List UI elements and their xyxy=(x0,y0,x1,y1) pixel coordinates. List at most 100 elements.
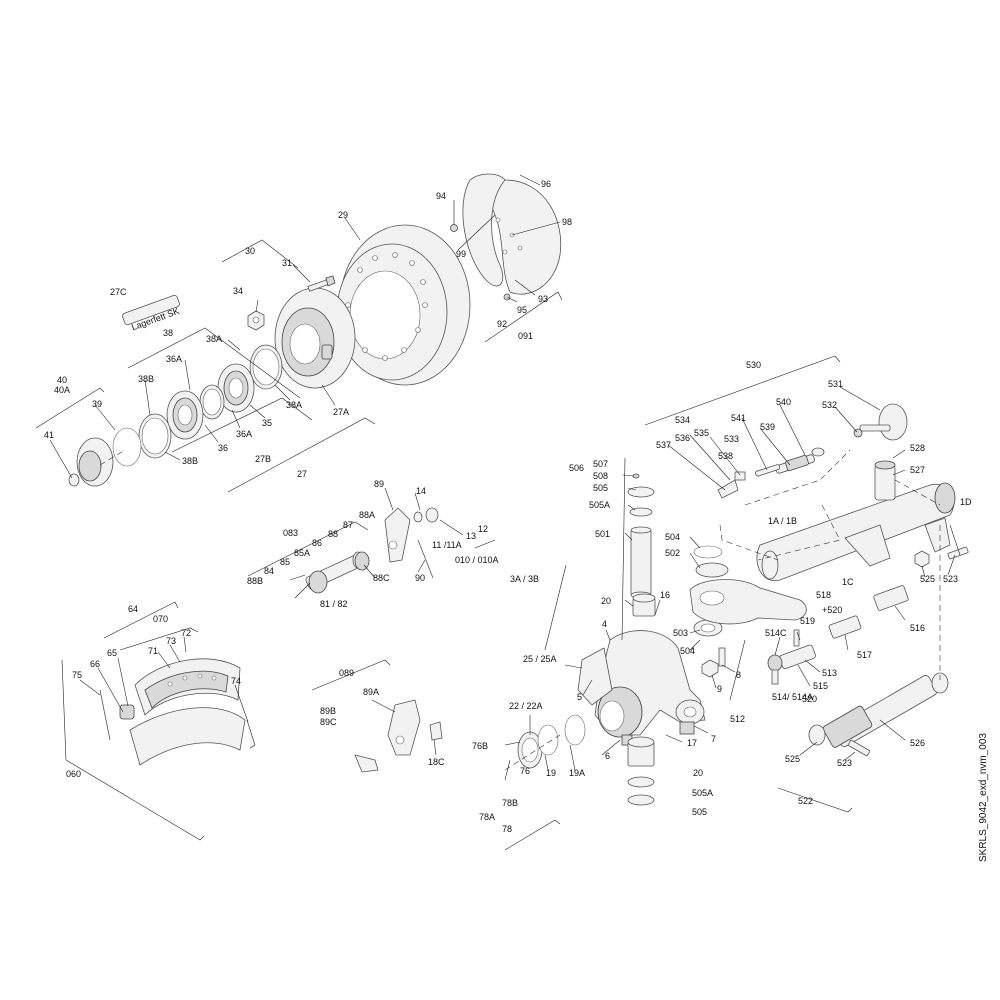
clip-74 xyxy=(246,719,256,749)
shock-absorber-526 xyxy=(808,672,949,748)
bolt-519 xyxy=(793,629,800,647)
label-plus520: +520 xyxy=(822,605,842,615)
label-27B: 27B xyxy=(255,454,271,464)
bolt-523 xyxy=(947,546,969,560)
label-533: 533 xyxy=(724,434,739,444)
label-38B-bottom: 38B xyxy=(182,456,198,466)
slack-adjuster-lever-89 xyxy=(384,507,411,563)
bracket-1D xyxy=(924,517,951,553)
label-92: 92 xyxy=(497,319,507,329)
nut-525 xyxy=(914,550,930,568)
clamp-517 xyxy=(828,615,862,639)
label-502: 502 xyxy=(665,548,680,558)
label-88: 88 xyxy=(328,529,338,539)
cover-505 xyxy=(627,486,655,498)
label-5: 5 xyxy=(577,692,582,702)
label-78: 78 xyxy=(502,824,512,834)
label-88C: 88C xyxy=(373,573,390,583)
bushing-7 xyxy=(679,721,695,735)
label-1D: 1D xyxy=(960,497,972,507)
label-85A: 85A xyxy=(294,548,310,558)
label-89A: 89A xyxy=(363,687,379,697)
label-75: 75 xyxy=(72,670,82,680)
label-89C: 89C xyxy=(320,717,337,727)
label-531: 531 xyxy=(828,379,843,389)
label-20-bottom: 20 xyxy=(693,768,703,778)
label-96: 96 xyxy=(541,179,551,189)
label-74: 74 xyxy=(231,676,241,686)
label-518: 518 xyxy=(816,590,831,600)
brake-bracket-25 xyxy=(577,647,613,706)
shim-505A-lower xyxy=(627,776,655,788)
label-27C: 27C xyxy=(110,287,127,297)
label-95: 95 xyxy=(517,305,527,315)
brake-chamber-531 xyxy=(853,403,908,441)
label-505-bottom: 505 xyxy=(692,807,707,817)
label-76: 76 xyxy=(520,766,530,776)
label-060: 060 xyxy=(66,769,81,779)
label-25-25A: 25 / 25A xyxy=(523,654,557,664)
label-532: 532 xyxy=(822,400,837,410)
thrust-bearing-502 xyxy=(695,562,729,578)
label-083: 083 xyxy=(283,528,298,538)
label-504-top: 504 xyxy=(665,532,680,542)
label-93: 93 xyxy=(538,294,548,304)
label-16: 16 xyxy=(660,590,670,600)
label-39: 39 xyxy=(92,399,102,409)
washer-13 xyxy=(425,507,439,523)
label-17: 17 xyxy=(687,738,697,748)
spring-seat-1C xyxy=(844,524,891,567)
label-512: 512 xyxy=(730,714,745,724)
label-070: 070 xyxy=(153,614,168,624)
fork-537 xyxy=(717,479,739,499)
label-3A3B: 3A / 3B xyxy=(510,574,539,584)
bolt-94 xyxy=(450,224,458,232)
label-27A: 27A xyxy=(333,407,349,417)
label-76B: 76B xyxy=(472,741,488,751)
linkage-539 xyxy=(775,447,825,474)
label-541: 541 xyxy=(731,413,746,423)
axle-beam-1A xyxy=(756,482,956,581)
roller-66 xyxy=(119,704,135,720)
label-88B: 88B xyxy=(247,576,263,586)
label-527: 527 xyxy=(910,465,925,475)
dashed-connectors xyxy=(99,449,941,771)
label-71: 71 xyxy=(148,646,158,656)
hub-cap-41 xyxy=(68,437,114,487)
label-539: 539 xyxy=(760,422,775,432)
part-labels: 27C 40 40A 41 39 38 38B 36A 38A 36 38B 2… xyxy=(44,179,972,834)
label-503: 503 xyxy=(673,628,688,638)
label-091: 091 xyxy=(518,331,533,341)
label-40A: 40A xyxy=(54,385,70,395)
label-19A: 19A xyxy=(569,768,585,778)
label-18C: 18C xyxy=(428,757,445,767)
label-73: 73 xyxy=(166,636,176,646)
label-1A1B: 1A / 1B xyxy=(768,516,797,526)
label-99: 99 xyxy=(456,249,466,259)
bracket-527 xyxy=(874,464,896,501)
label-513: 513 xyxy=(822,668,837,678)
part-538 xyxy=(734,471,746,481)
label-534: 534 xyxy=(675,415,690,425)
cover-505-lower xyxy=(627,794,655,806)
label-86: 86 xyxy=(312,538,322,548)
label-7: 7 xyxy=(711,734,716,744)
brake-drum-29 xyxy=(336,224,471,386)
label-526: 526 xyxy=(910,738,925,748)
seal-19A xyxy=(564,714,586,746)
label-87: 87 xyxy=(343,520,353,530)
label-506: 506 xyxy=(569,463,584,473)
label-90: 90 xyxy=(415,573,425,583)
label-27: 27 xyxy=(297,469,307,479)
spring-75 xyxy=(99,689,111,741)
label-1C: 1C xyxy=(842,577,854,587)
label-12: 12 xyxy=(478,524,488,534)
label-507: 507 xyxy=(593,459,608,469)
shim-505A xyxy=(629,507,653,517)
label-528: 528 xyxy=(910,443,925,453)
nut-9 xyxy=(701,659,719,678)
brake-shoe-071 xyxy=(134,658,241,716)
label-36: 36 xyxy=(218,443,228,453)
label-20-top: 20 xyxy=(601,596,611,606)
label-520: 520 xyxy=(802,694,817,704)
